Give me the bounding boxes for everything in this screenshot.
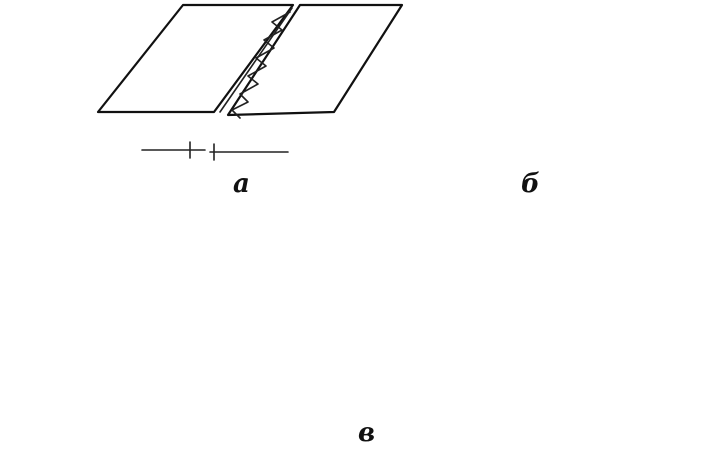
cross-section-a: [141, 141, 289, 161]
fabric-panel-left-a: [96, 3, 295, 114]
figure-a: [96, 3, 404, 161]
figure-label-v: в: [358, 418, 376, 448]
figure-label-b: б: [521, 169, 540, 199]
figure-label-a: а: [233, 169, 250, 199]
zigzag-stitch-a: [231, 11, 291, 119]
seam-edge-a: [219, 7, 293, 113]
fabric-panel-right-a: [226, 3, 404, 117]
